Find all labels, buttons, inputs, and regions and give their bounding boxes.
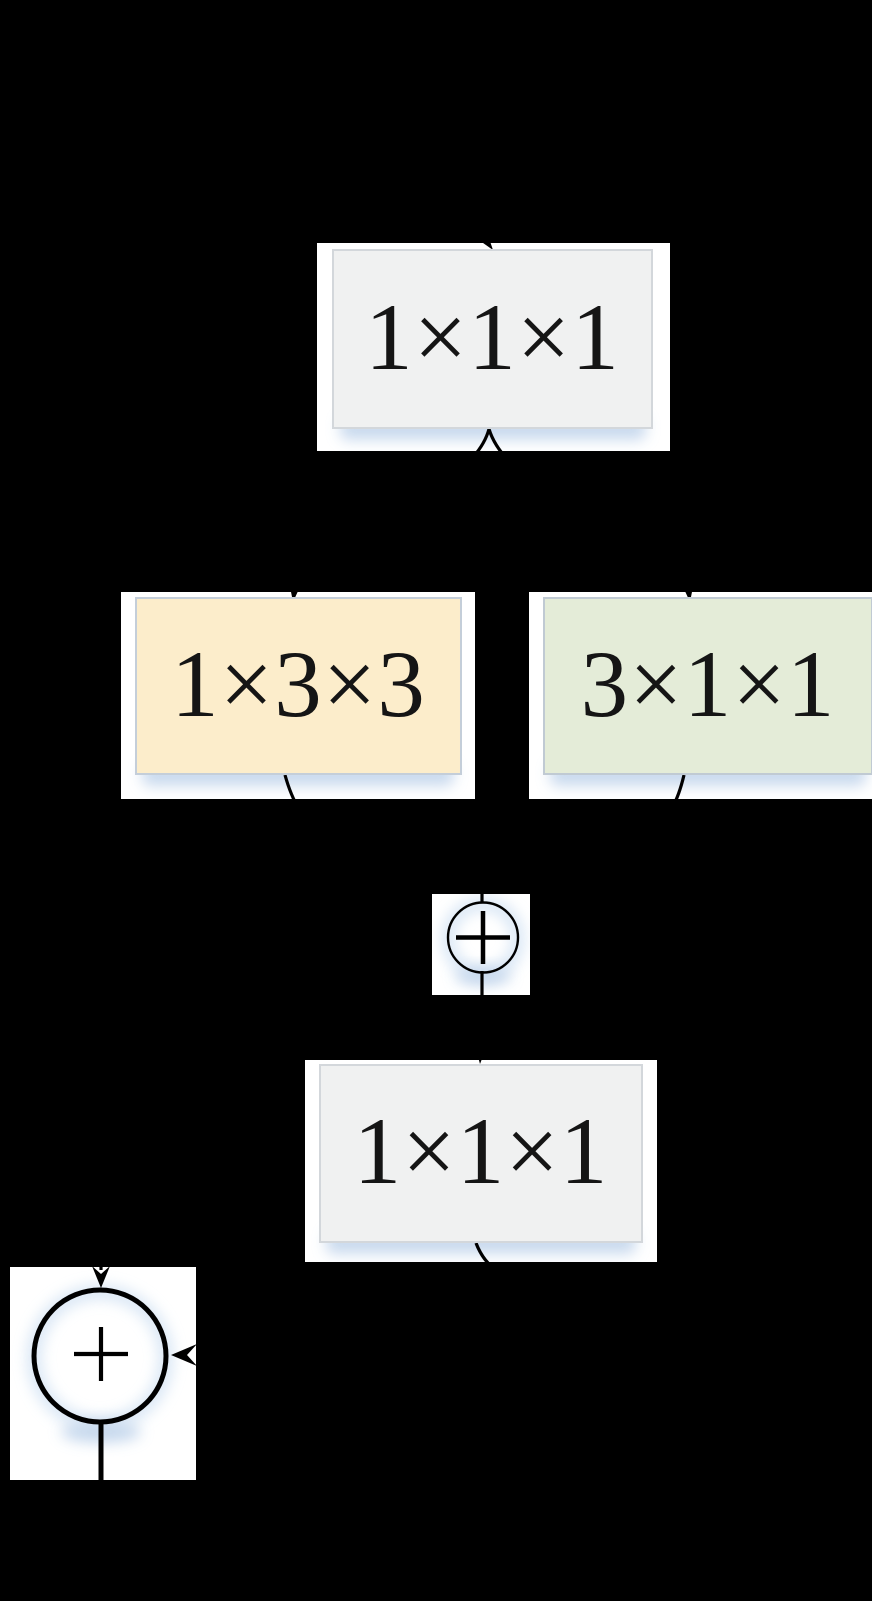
arrowhead-skip-into-add xyxy=(92,1266,110,1288)
connector-split-left xyxy=(292,428,491,591)
arrowheads xyxy=(92,230,695,1366)
connectors xyxy=(98,149,691,1480)
conv-label: 1×1×1 xyxy=(365,283,620,390)
conv-box-3x1x1-temporal: 3×1×1 xyxy=(543,597,872,775)
add-operator-mid xyxy=(446,901,520,974)
conv-box-1x1x1-top: 1×1×1 xyxy=(332,249,653,429)
connector-green-out xyxy=(481,774,686,890)
add-circle xyxy=(31,1287,169,1425)
arrowhead-into-yellow xyxy=(288,581,302,602)
conv-label: 1×1×1 xyxy=(353,1098,609,1204)
plus-icon xyxy=(456,911,510,964)
conv-label: 3×1×1 xyxy=(580,630,836,737)
connector-split-right xyxy=(487,428,691,591)
arrowhead-right-into-add xyxy=(171,1344,197,1366)
connector-yellow-out xyxy=(283,774,483,890)
conv-box-1x3x3-spatial: 1×3×3 xyxy=(135,597,462,775)
connector-mid-out xyxy=(478,971,484,1059)
conv-label: 1×3×3 xyxy=(171,630,426,737)
arrowhead-into-green xyxy=(681,581,695,602)
connector-input xyxy=(418,149,491,244)
add-operator-output xyxy=(31,1287,169,1425)
arrowhead-into-bottom-box xyxy=(474,1043,488,1064)
arrowhead-input xyxy=(475,230,493,250)
conv-box-1x1x1-bottom: 1×1×1 xyxy=(319,1064,643,1243)
add-circle xyxy=(446,901,520,974)
connector-bottom-out xyxy=(199,1242,535,1367)
plus-icon xyxy=(74,1327,128,1381)
